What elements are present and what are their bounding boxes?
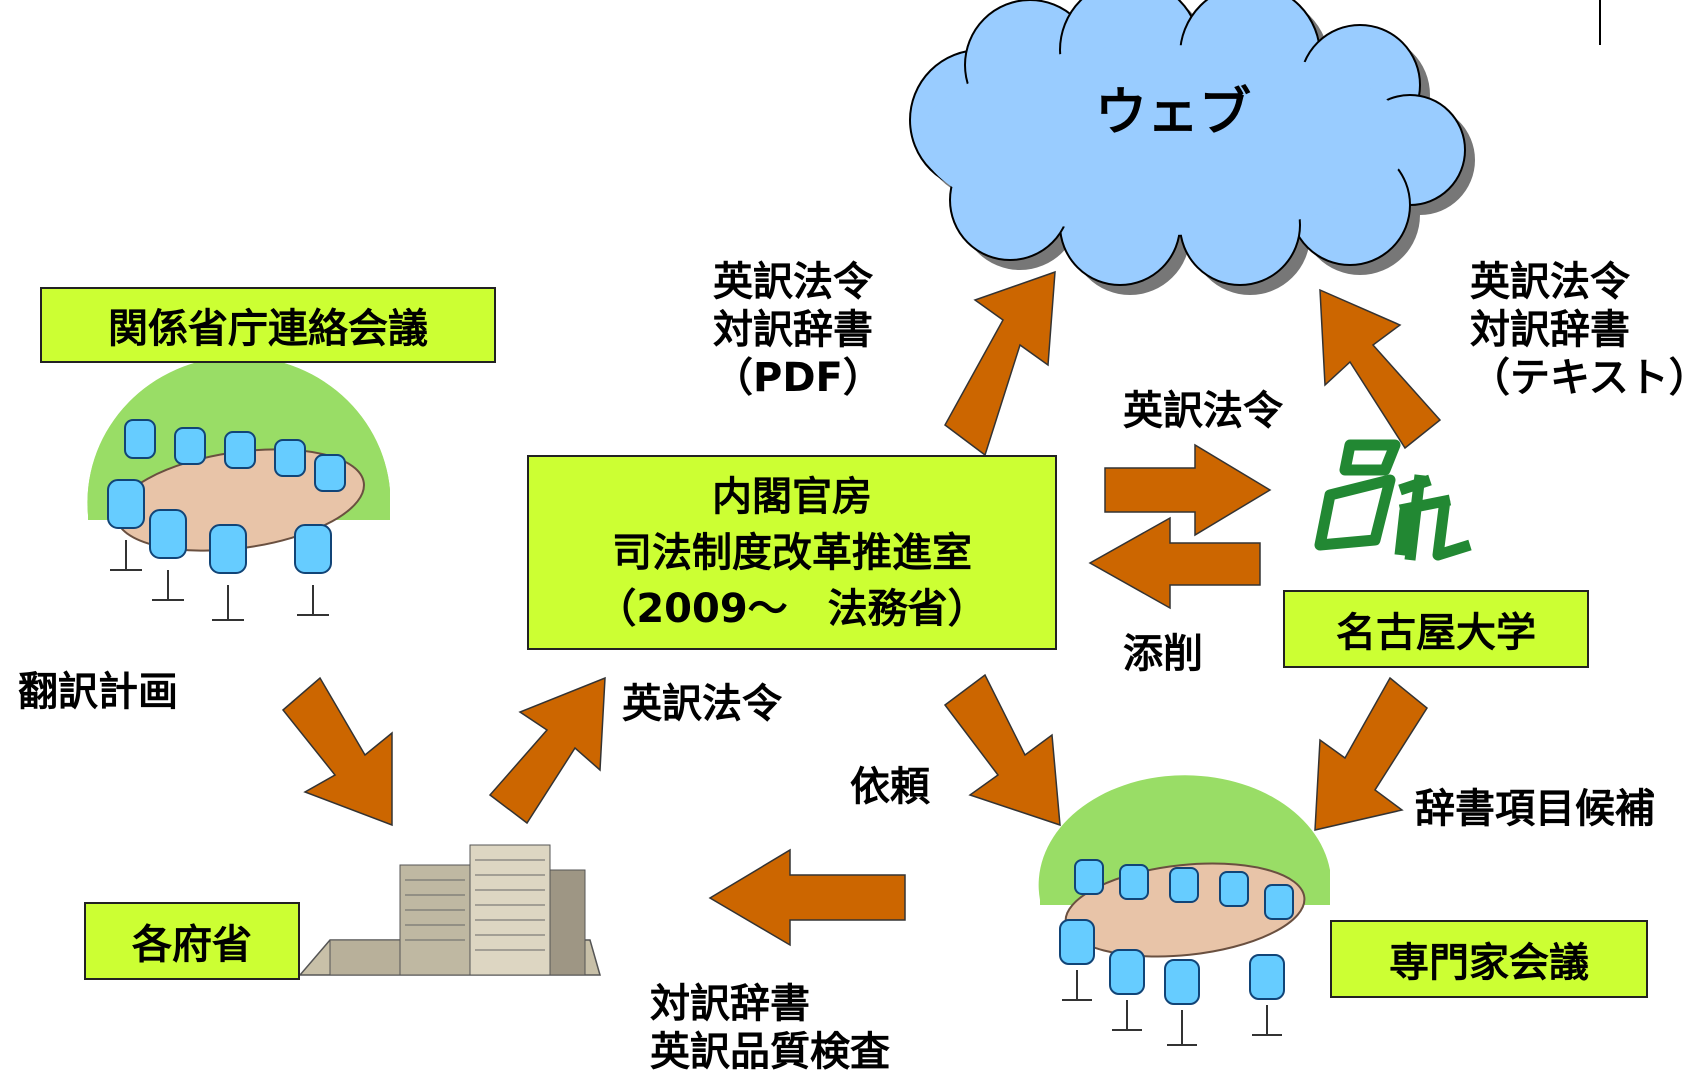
arrow-center-to-web [944, 270, 1056, 457]
to-nagoya-label: 英訳法令 [1123, 388, 1283, 434]
pdf-label-line-2: 対訳辞書 [713, 307, 873, 353]
cabinet-office-box: 内閣官房 司法制度改革推進室 （2009～ 法務省） [527, 455, 1057, 650]
translation-plan-label: 翻訳計画 [18, 669, 178, 715]
text-label-line-3: （テキスト） [1470, 355, 1704, 401]
arrow-nagoya-to-center [1088, 516, 1261, 610]
cloud-fill [920, 45, 1410, 235]
arrow-ministries-to-center [488, 676, 606, 825]
arrow-center-to-experts [943, 673, 1061, 827]
dictionary-candidates-label: 辞書項目候補 [1415, 786, 1655, 832]
from-ministries-label: 英訳法令 [622, 681, 782, 727]
center-line-1: 内閣官房 [712, 473, 872, 520]
meeting-icon-experts [1038, 775, 1330, 1046]
liaison-meeting-box: 関係省庁連絡会議 [40, 287, 496, 363]
pdf-label-line-1: 英訳法令 [713, 259, 873, 305]
text-label: 英訳法令 対訳辞書 （テキスト） [1470, 258, 1704, 402]
request-label: 依頼 [850, 764, 930, 810]
check-label-line-1: 対訳辞書 [650, 981, 810, 1027]
arrow-nagoya-to-experts [1314, 676, 1428, 831]
building-icon [298, 844, 601, 976]
pdf-label-line-3: （PDF） [713, 355, 883, 401]
ministries-box: 各府省 [84, 902, 300, 980]
meeting-icon-liaison [87, 356, 390, 621]
nagoya-logo-icon [1314, 439, 1472, 561]
center-line-2: 司法制度改革推進室 [612, 529, 972, 576]
center-line-3: （2009～ 法務省） [596, 585, 988, 632]
text-label-line-1: 英訳法令 [1470, 259, 1630, 305]
arrow-center-to-nagoya [1104, 443, 1272, 537]
pdf-label: 英訳法令 対訳辞書 （PDF） [713, 258, 883, 402]
correction-label: 添削 [1123, 631, 1203, 677]
text-label-line-2: 対訳辞書 [1470, 307, 1630, 353]
arrow-nagoya-to-web [1319, 288, 1442, 450]
check-label-line-2: 英訳品質検査 [650, 1029, 890, 1075]
nagoya-university-box: 名古屋大学 [1283, 590, 1589, 668]
web-cloud-label: ウェブ [1095, 83, 1252, 143]
expert-meeting-box: 専門家会議 [1330, 920, 1648, 998]
arrow-liaison-to-ministries [281, 676, 393, 827]
quality-check-label: 対訳辞書 英訳品質検査 [650, 980, 890, 1076]
arrow-experts-to-ministries [708, 848, 906, 947]
